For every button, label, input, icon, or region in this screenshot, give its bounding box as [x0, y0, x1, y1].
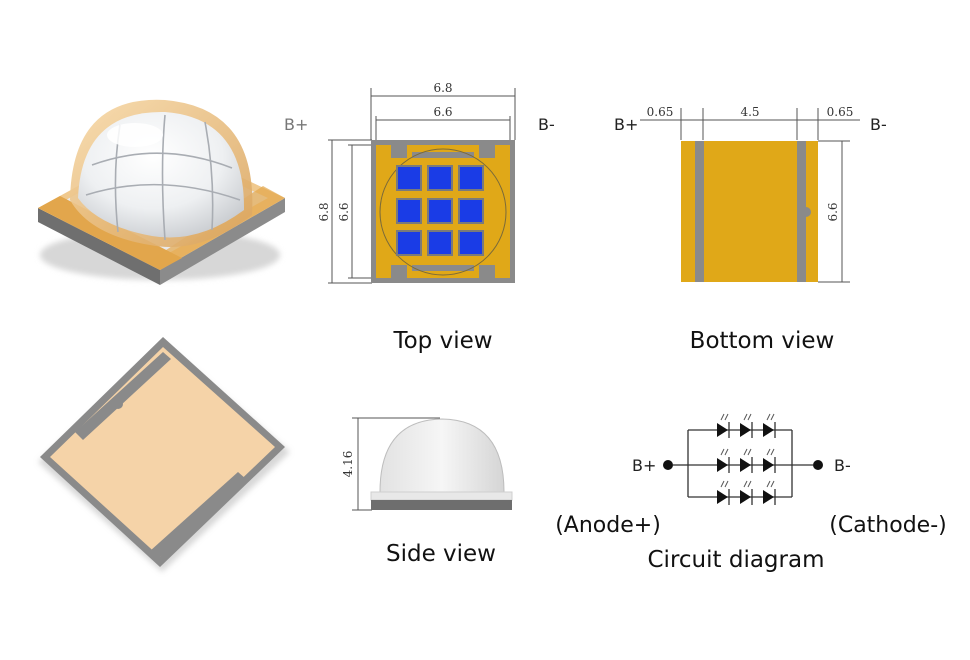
led-3d-render — [38, 99, 285, 285]
bottom-dim-center: 4.5 — [740, 105, 759, 119]
anode-label: (Anode+) — [555, 513, 661, 538]
circuit-label-minus: B- — [834, 456, 851, 475]
top-dim-outer-width: 6.8 — [433, 81, 452, 95]
side-view-caption: Side view — [386, 541, 496, 567]
led-diode-icon — [717, 422, 776, 438]
bottom-label-plus: B+ — [614, 115, 638, 134]
circuit-caption: Circuit diagram — [648, 547, 825, 573]
bottom-dim-left-pad: 0.65 — [647, 105, 674, 119]
top-label-minus: B- — [538, 115, 555, 134]
top-view-caption: Top view — [392, 328, 492, 354]
side-dim-height: 4.16 — [341, 451, 355, 478]
bottom-label-minus: B- — [870, 115, 887, 134]
bottom-view-caption: Bottom view — [690, 328, 835, 354]
terminal-dot-icon — [663, 460, 673, 470]
cathode-label: (Cathode-) — [829, 513, 946, 538]
led-diode-icon — [717, 457, 776, 473]
top-dim-outer-height: 6.8 — [317, 202, 331, 221]
top-label-plus: B+ — [284, 115, 308, 134]
terminal-dot-icon — [813, 460, 823, 470]
chip-array — [396, 165, 484, 256]
circuit-diagram: B+ B- (Anode+) (Cathode-) Circuit diagra… — [555, 413, 947, 573]
led-diode-icon — [717, 489, 776, 505]
bottom-dim-height: 6.6 — [826, 202, 840, 221]
top-dim-inner-width: 6.6 — [433, 105, 452, 119]
bottom-view-drawing: 0.65 4.5 0.65 6.6 B+ B- Bottom view — [614, 105, 887, 354]
circuit-label-plus: B+ — [632, 456, 656, 475]
top-dim-inner-height: 6.6 — [337, 202, 351, 221]
side-view-drawing: 4.16 Side view — [341, 417, 513, 567]
top-view-drawing: 6.8 6.6 6.8 6.6 — [284, 81, 555, 354]
bottom-dim-right-pad: 0.65 — [827, 105, 854, 119]
led-bottom-render — [38, 337, 290, 572]
